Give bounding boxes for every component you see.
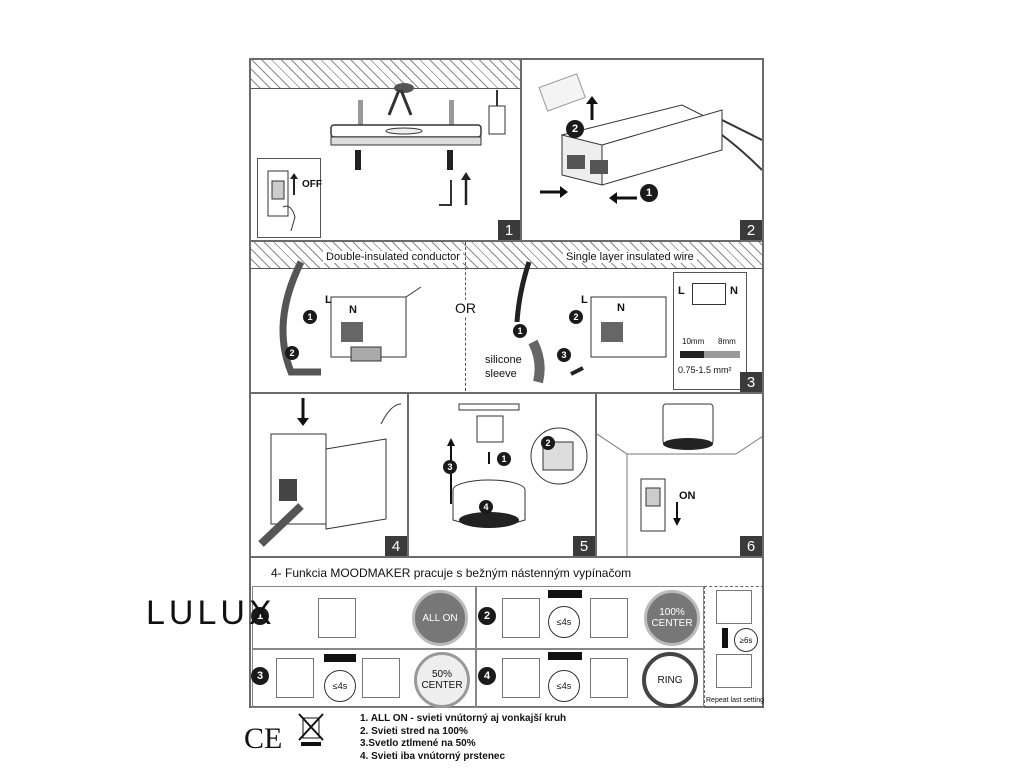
panel-1-mounting: OFF 1	[249, 58, 522, 242]
ceiling-hatch	[251, 60, 520, 89]
mode-all-on: ALL ON	[412, 590, 468, 646]
on-label: ON	[679, 490, 696, 502]
switch-press-icon	[590, 658, 628, 698]
mood-step-1: 1	[251, 607, 269, 625]
timer-icon: ≤4s	[548, 670, 580, 702]
legend-item: 1. ALL ON - svieti vnútorný aj vonkajší …	[360, 713, 567, 724]
mode-50-center: 50% CENTER	[414, 652, 470, 708]
mode-target: CENTER	[421, 680, 463, 691]
step-badge-2-left: 2	[285, 346, 299, 360]
step-badge-1: 1	[497, 452, 511, 466]
mode-value: 100%	[659, 607, 685, 618]
timer-icon: ≥6s	[734, 628, 758, 652]
switch-press-icon	[590, 598, 628, 638]
switch-on-drawing	[597, 403, 762, 556]
switch-press-icon	[716, 654, 752, 688]
arrow-right-icon	[548, 652, 582, 660]
mounting-bracket-drawing	[330, 83, 506, 206]
single-layer-title: Single layer insulated wire	[563, 251, 697, 263]
panel-number-5: 5	[573, 536, 595, 556]
arrow-down-icon	[722, 628, 728, 648]
panel-number-1: 1	[498, 220, 520, 240]
brand-logo: LULUX	[146, 594, 276, 632]
step-badge-2-right: 2	[569, 310, 583, 324]
step-badge-3-right: 3	[557, 348, 571, 362]
repeat-last-setting-label: Repeat last setting	[706, 697, 764, 704]
arrow-right-icon	[324, 654, 356, 662]
terminal-live-label: L	[678, 285, 685, 297]
ce-mark: CE	[244, 722, 283, 755]
switch-press-icon	[362, 658, 400, 698]
sleeve-label: sleeve	[485, 368, 517, 380]
strip-length-a: 10mm	[682, 337, 705, 346]
switch-press-icon	[716, 590, 752, 624]
divider-line	[465, 242, 466, 392]
wire-range-label: 0.75-1.5 mm²	[678, 365, 732, 375]
silicone-label: silicone	[485, 354, 522, 366]
panel-6-switch-on: ON 6	[595, 392, 764, 558]
timer-icon: ≤4s	[324, 670, 356, 702]
repeat-setting-box	[704, 586, 764, 708]
driver-connector-drawing	[538, 73, 762, 204]
step-badge-1-left: 1	[303, 310, 317, 324]
mood-row-2	[476, 586, 704, 650]
or-label: OR	[455, 300, 476, 316]
neutral-label-left: N	[349, 304, 357, 316]
terminal-neutral-label: N	[730, 285, 738, 297]
mood-step-2: 2	[478, 607, 496, 625]
live-label-left: L	[325, 294, 332, 306]
terminal-spec-inset: L N 10mm 8mm 0.75-1.5 mm²	[673, 272, 747, 390]
off-label: OFF	[302, 179, 322, 190]
live-label-right: L	[581, 294, 588, 306]
mode-ring: RING	[642, 652, 698, 708]
switch-press-icon	[502, 658, 540, 698]
panel-number-6: 6	[740, 536, 762, 556]
double-insulated-title: Double-insulated conductor	[323, 251, 463, 263]
legend-item: 4. Svieti iba vnútorný prstenec	[360, 750, 506, 762]
arrow-right-icon	[548, 590, 582, 598]
step-badge-2: 2	[566, 120, 584, 138]
wall-switch-inset: OFF	[257, 158, 322, 238]
mode-target: CENTER	[651, 618, 693, 629]
panel-2-connector-release: 2 1 2	[520, 58, 764, 242]
mode-100-center: 100% CENTER	[644, 590, 700, 646]
step-badge-3: 3	[443, 460, 457, 474]
step-badge-1: 1	[640, 184, 658, 202]
legend-item: 2. Svieti stred na 100%	[360, 725, 468, 737]
panel-number-4: 4	[385, 536, 407, 556]
step-badge-2: 2	[541, 436, 555, 450]
wiring-drawing	[279, 260, 667, 384]
switch-press-icon	[276, 658, 314, 698]
moodmaker-title: 4- Funkcia MOODMAKER pracuje s bežným ná…	[271, 566, 632, 580]
neutral-label-right: N	[617, 302, 625, 314]
panel-number-2: 2	[740, 220, 762, 240]
weee-bin-icon	[298, 712, 324, 746]
fixture-attach-drawing	[447, 403, 588, 528]
strip-length-bar	[680, 351, 740, 358]
strip-length-b: 8mm	[718, 337, 736, 346]
mood-step-4: 4	[478, 667, 496, 685]
mode-legend: 1. ALL ON - svieti vnútorný aj vonkajší …	[360, 713, 566, 763]
legend-item: 3.Svetlo ztlmené na 50%	[360, 738, 476, 749]
mood-row-4	[476, 648, 704, 708]
connector-insert-drawing	[258, 398, 402, 547]
timer-icon: ≤4s	[548, 606, 580, 638]
switch-press-icon	[502, 598, 540, 638]
mode-value: 50%	[431, 669, 452, 680]
mood-step-3: 3	[251, 667, 269, 685]
panel-5-fixture-attach: 3 1 2 4 5	[407, 392, 597, 558]
terminal-block	[692, 283, 726, 305]
panel-3-wiring: Double-insulated conductor Single layer …	[249, 240, 764, 394]
panel-number-3: 3	[740, 372, 762, 392]
step-badge-1-right: 1	[513, 324, 527, 338]
switch-press-icon	[318, 598, 356, 638]
panel-4-connector-insert: 4	[249, 392, 409, 558]
step-badge-4: 4	[479, 500, 493, 514]
